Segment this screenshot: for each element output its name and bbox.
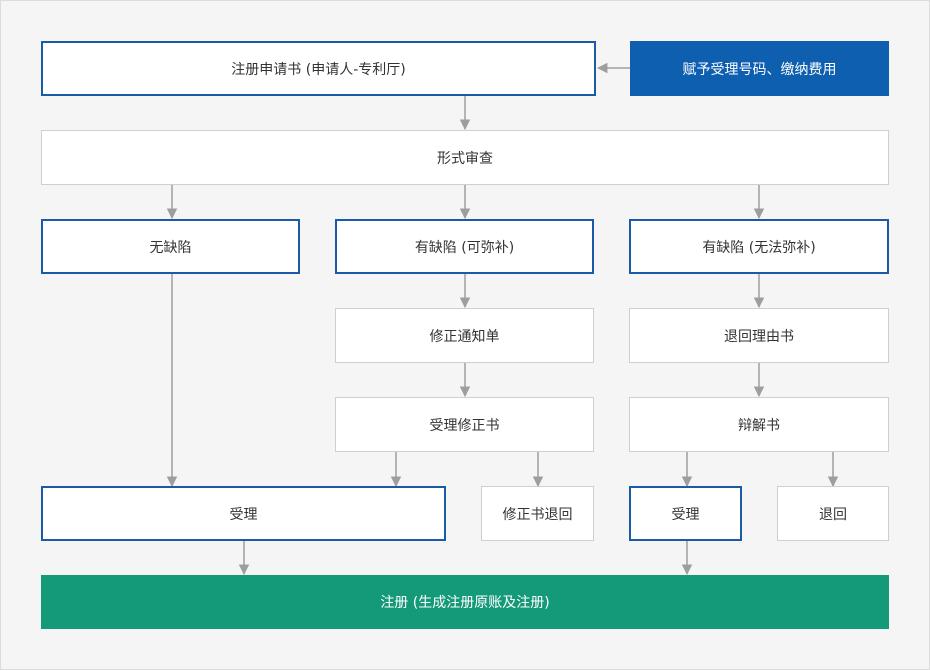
correction-notice-node: 修正通知单 — [335, 308, 594, 363]
application-node: 注册申请书 (申请人-专利厅) — [41, 41, 596, 96]
no-defect-node: 无缺陷 — [41, 219, 300, 274]
defect-fixable-node: 有缺陷 (可弥补) — [335, 219, 594, 274]
returned-node: 退回 — [777, 486, 889, 541]
accept-right-node: 受理 — [629, 486, 742, 541]
assign-number-node: 赋予受理号码、缴纳费用 — [630, 41, 889, 96]
accept-left-node: 受理 — [41, 486, 446, 541]
correction-returned-node: 修正书退回 — [481, 486, 594, 541]
registration-node: 注册 (生成注册原账及注册) — [41, 575, 889, 629]
defense-node: 辩解书 — [629, 397, 889, 452]
return-reason-node: 退回理由书 — [629, 308, 889, 363]
accept-correction-node: 受理修正书 — [335, 397, 594, 452]
defect-unfixable-node: 有缺陷 (无法弥补) — [629, 219, 889, 274]
formal-review-node: 形式审查 — [41, 130, 889, 185]
